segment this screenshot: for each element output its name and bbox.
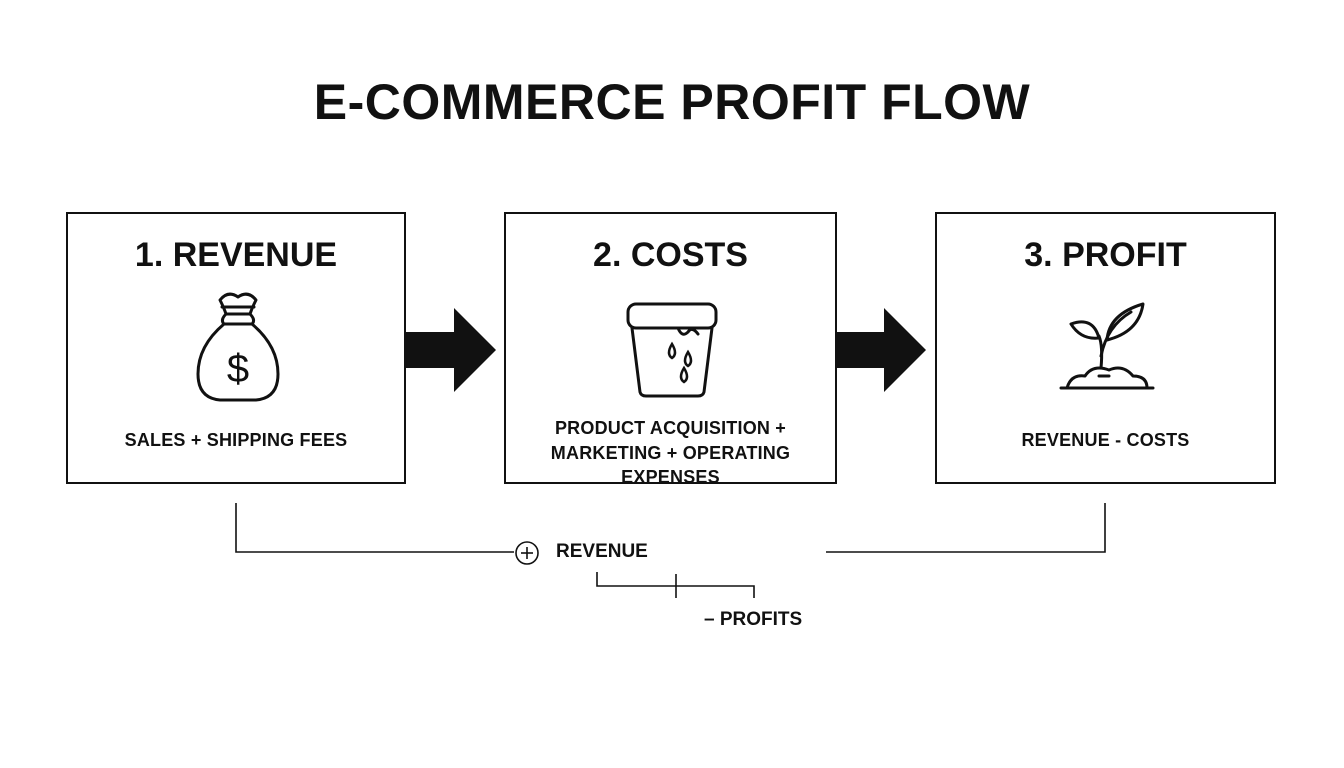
money-bag-icon: $ — [196, 292, 280, 402]
arrow-revenue-to-costs — [406, 308, 496, 392]
diagram-title: E-COMMERCE PROFIT FLOW — [313, 74, 1031, 130]
profit-step-title: 3. PROFIT — [1024, 236, 1187, 274]
plus-circle-icon — [515, 541, 539, 565]
costs-step-caption-line2: MARKETING + OPERATING EXPENSES — [550, 443, 791, 487]
sprout-icon — [1059, 302, 1155, 390]
sub-bracket-line — [596, 572, 755, 598]
profit-step-caption: REVENUE - COSTS — [1021, 430, 1190, 450]
legend-revenue-label: REVENUE — [556, 541, 648, 562]
legend-profits-label: – PROFITS — [704, 609, 803, 630]
right-bracket-line — [826, 503, 1106, 553]
revenue-step-box: 1. REVENUE $ SALES + SHIPPING FEES — [66, 212, 406, 484]
costs-step-title: 2. COSTS — [593, 236, 748, 274]
svg-text:$: $ — [227, 347, 249, 391]
revenue-step-caption: SALES + SHIPPING FEES — [124, 430, 348, 450]
costs-step-box: 2. COSTS PRODUCT ACQUISITION + MARKETING… — [504, 212, 837, 487]
revenue-step-title: 1. REVENUE — [134, 236, 338, 274]
arrow-costs-to-profit — [837, 308, 926, 392]
left-bracket-line — [235, 503, 514, 553]
profit-step-box: 3. PROFIT REVENUE - COSTS — [935, 212, 1276, 484]
costs-step-caption-line1: PRODUCT ACQUISITION + — [554, 418, 787, 438]
leaking-bucket-icon — [626, 302, 718, 398]
